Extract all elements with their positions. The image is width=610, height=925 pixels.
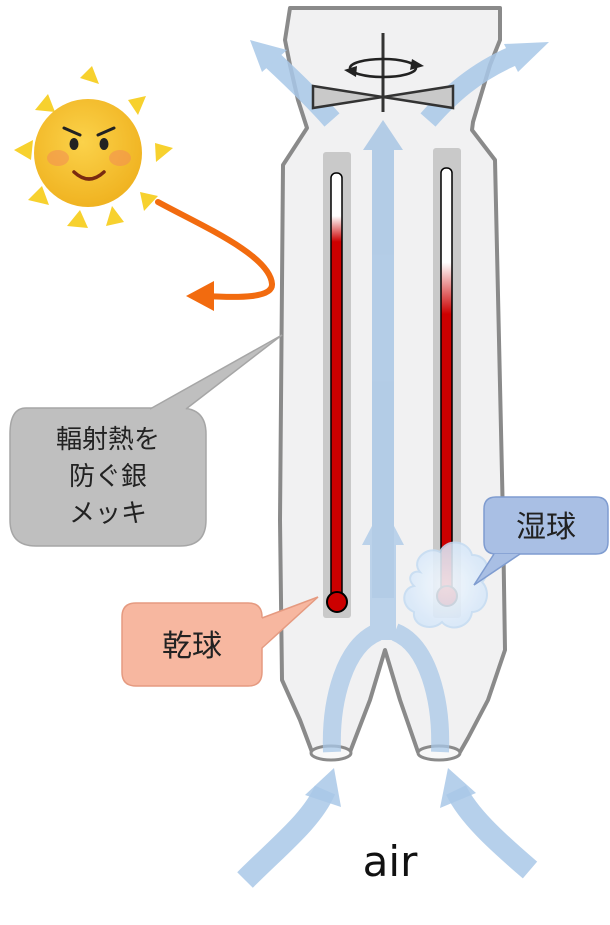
internal-airflow	[322, 120, 450, 753]
air-inlet-left-arrow	[237, 785, 336, 888]
dry-bulb-thermometer	[323, 152, 351, 618]
exhaust-right	[420, 45, 520, 127]
dry-bulb-callout: 乾球	[121, 596, 319, 687]
air-label: air	[363, 837, 418, 886]
air-inlet-right-arrow	[446, 784, 538, 879]
rotation-icon	[344, 57, 424, 79]
shield-label-line-1: 輻射熱を	[56, 425, 160, 455]
fan-icon	[311, 33, 455, 112]
radiant-heat-arrow	[155, 199, 275, 311]
shield-label-line-2: 防ぐ銀	[69, 462, 147, 492]
shield-label-line-3: メッキ	[69, 499, 147, 529]
dry-bulb-label: 乾球	[162, 629, 222, 664]
central-air-duct	[372, 138, 394, 598]
cloth-wick-icon	[403, 541, 489, 629]
wet-bulb-callout: 湿球	[473, 496, 609, 586]
radiation-shield-callout: 輻射熱を 防ぐ銀 メッキ	[9, 334, 283, 547]
air-inlet-arrows	[237, 768, 538, 888]
wet-bulb-label: 湿球	[516, 510, 576, 545]
sun-icon	[14, 66, 173, 228]
air-exhaust-arrows	[250, 40, 549, 127]
